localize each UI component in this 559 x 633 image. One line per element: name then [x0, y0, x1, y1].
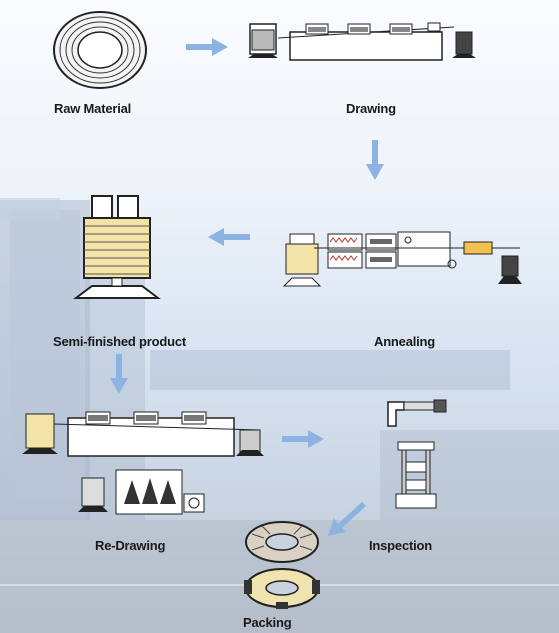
step-label-packing: Packing [243, 615, 292, 630]
step-label-semi-finished: Semi-finished product [53, 334, 187, 349]
arrow-right-icon [186, 38, 228, 56]
arrow-down-icon [110, 354, 128, 394]
packing-coils-icon [244, 521, 320, 609]
raw-material-coil-icon [53, 11, 147, 89]
step-label-annealing: Annealing [374, 334, 436, 349]
step-label-raw-material: Raw Material [54, 101, 132, 116]
step-label-re-drawing: Re-Drawing [95, 538, 166, 553]
drawing-machine-icon [248, 22, 476, 61]
step-label-drawing: Drawing [346, 101, 396, 116]
arrow-right-icon [282, 430, 324, 448]
annealing-line-icon [282, 231, 522, 287]
arrow-down-left-icon [328, 502, 366, 536]
semi-finished-spool-icon [73, 195, 161, 299]
tensile-tester-icon [395, 441, 437, 509]
arrow-down-icon [366, 140, 384, 180]
arrow-left-icon [208, 228, 250, 246]
micrometer-icon [387, 399, 447, 427]
re-drawing-machine-icon [22, 411, 264, 515]
step-label-inspection: Inspection [369, 538, 433, 553]
